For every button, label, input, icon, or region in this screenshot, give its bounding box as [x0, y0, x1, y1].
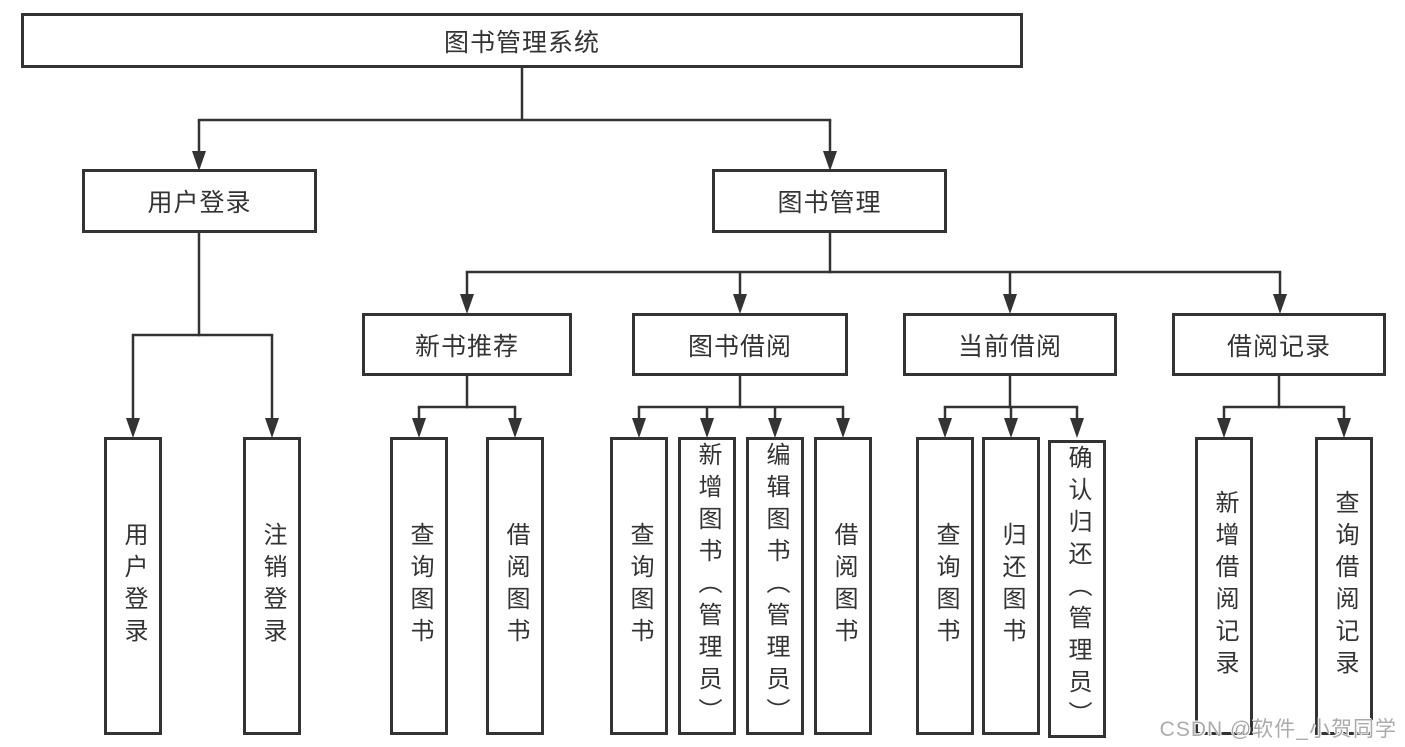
- node-label: 借阅记录: [1226, 332, 1331, 361]
- node-new-book-recommend: 新书推荐: [362, 313, 572, 376]
- leaf-add-book-admin: 新增图书（管理员）: [678, 437, 736, 735]
- leaf-query-books-1: 查询图书: [390, 437, 448, 735]
- node-label: 编辑图书（管理员）: [762, 442, 789, 730]
- node-label: 图书借阅: [687, 332, 792, 361]
- node-label: 注销登录: [259, 522, 286, 650]
- node-label: 新书推荐: [414, 332, 519, 361]
- leaf-logout: 注销登录: [243, 437, 301, 735]
- leaf-user-login: 用户登录: [104, 437, 162, 735]
- leaf-query-borrow-record: 查询借阅记录: [1315, 437, 1373, 735]
- node-library-system-root: 图书管理系统: [21, 13, 1023, 68]
- node-label: 查询图书: [406, 522, 433, 650]
- node-book-management-branch: 图书管理: [712, 169, 947, 233]
- node-label: 用户登录: [147, 189, 252, 217]
- node-label: 当前借阅: [957, 332, 1062, 361]
- leaf-add-borrow-record: 新增借阅记录: [1195, 437, 1253, 735]
- node-label: 查询图书: [626, 522, 653, 650]
- node-current-borrow: 当前借阅: [903, 313, 1117, 376]
- node-label: 图书管理: [777, 189, 882, 217]
- node-label: 查询借阅记录: [1331, 490, 1358, 682]
- node-borrow-records: 借阅记录: [1172, 313, 1386, 376]
- node-book-borrow: 图书借阅: [632, 313, 848, 376]
- leaf-return-book: 归还图书: [982, 437, 1040, 735]
- leaf-query-books-3: 查询图书: [916, 437, 974, 735]
- csdn-watermark: CSDN @软件_小贺同学: [1159, 718, 1397, 741]
- leaf-borrow-books-2: 借阅图书: [814, 437, 872, 735]
- node-label: 归还图书: [998, 522, 1025, 650]
- node-label: 新增图书（管理员）: [694, 442, 721, 730]
- node-label: 借阅图书: [830, 522, 857, 650]
- node-label: 确认归还（管理员）: [1064, 445, 1091, 733]
- leaf-confirm-return-admin: 确认归还（管理员）: [1048, 440, 1106, 738]
- arrowhead-icons: [126, 151, 1351, 438]
- leaf-borrow-books-1: 借阅图书: [486, 437, 544, 735]
- node-user-login-branch: 用户登录: [82, 169, 317, 233]
- node-label: 用户登录: [120, 522, 147, 650]
- leaf-query-books-2: 查询图书: [610, 437, 668, 735]
- node-label: 图书管理系统: [443, 28, 600, 57]
- node-label: 新增借阅记录: [1211, 490, 1238, 682]
- leaf-edit-book-admin: 编辑图书（管理员）: [746, 437, 804, 735]
- node-label: 借阅图书: [502, 522, 529, 650]
- node-label: 查询图书: [932, 522, 959, 650]
